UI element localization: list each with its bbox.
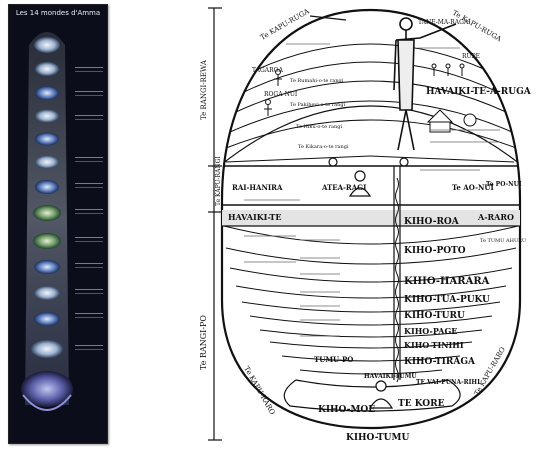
- tuamotu-cosmos-diagram: Te RANGI-REWA Te KAPU-RANGI Te RANGI-PO …: [196, 0, 539, 449]
- label-havaiki-tumu: HAVAIKI-TUMU: [364, 373, 417, 380]
- amma-worlds-poster: Les 14 mondes d'Amma: [8, 4, 108, 444]
- poster-caption: [75, 157, 103, 162]
- label-tumu-po: TUMU-PO: [314, 355, 353, 364]
- label-kiho-roa: KIHO-ROA: [404, 217, 460, 227]
- label-kiho-poto: KIHO-POTO: [404, 246, 466, 256]
- side-label-te-kapu-rangi: Te KAPU-RANGI: [215, 156, 222, 206]
- poster-caption: [75, 313, 103, 318]
- label-rai-hanira: RAI-HANIRA: [232, 183, 283, 192]
- side-label-te-kapu-ruga-right: Te KAPU-RUGA: [451, 9, 503, 44]
- label-roga-nui: ROGA-NUI: [264, 91, 298, 98]
- label-kiho-tinihi: KIHO-TINIHI: [404, 340, 464, 350]
- label-havaiki-te-a-ruga: HAVAIKI-TE-A-RUGA: [426, 87, 532, 97]
- label-havaiki-te: HAVAIKI-TE: [228, 212, 281, 222]
- poster-caption: [75, 289, 103, 294]
- label-kiho-turu: KIHO-TURU: [404, 311, 465, 321]
- label-kiho-tua-puku: KIHO-TUA-PUKU: [404, 295, 490, 305]
- label-te-po-nui: Te PO-NUI: [486, 181, 522, 188]
- label-tane: TANE-MA-RAGA: [418, 19, 469, 26]
- label-te-vai-puna-rihi: TE VAI-PUNA-RIHI: [416, 379, 480, 386]
- poster-title: Les 14 mondes d'Amma: [9, 9, 107, 17]
- label-te-tumu-ahuru: Te TUMU AHURU: [480, 238, 526, 244]
- poster-caption: [75, 183, 103, 188]
- label-atea-ragi: ATEA-RAGI: [321, 183, 366, 192]
- side-label-te-rangi-rewa: Te RANGI-REWA: [200, 59, 208, 120]
- label-te-hiku: Te Hiku-o-te rangi: [296, 124, 342, 130]
- label-kiho-tumu: KIHO-TUMU: [346, 433, 409, 443]
- label-te-rumahi: Te Rumahi-o-te rangi: [290, 78, 344, 84]
- side-label-te-rangi-po: Te RANGI-PO: [199, 315, 208, 370]
- poster-caption: [75, 209, 103, 214]
- label-kiho-harara: KIHO-HARARA: [404, 276, 490, 287]
- label-te-pakihevi: Te Pakihevi-o-te rangi: [290, 102, 346, 108]
- poster-caption: [75, 115, 103, 120]
- label-kiho-tiraga: KIHO-TIRAGA: [404, 357, 476, 367]
- label-a-raro: A-RARO: [477, 212, 514, 222]
- poster-caption: [75, 345, 103, 350]
- label-tagaroa: TAGAROA: [252, 67, 284, 74]
- poster-caption: [75, 67, 103, 72]
- label-te-kore: TE KORE: [398, 399, 445, 409]
- label-kiho-moe: KIHO-MOE: [318, 405, 375, 415]
- label-te-kikara: Te Kikara-o-te rangi: [298, 144, 349, 150]
- label-kiho-page: KIHO-PAGE: [404, 326, 457, 336]
- poster-caption: [75, 237, 103, 242]
- poster-caption: [75, 263, 103, 268]
- label-rupe: RUPE: [462, 53, 480, 60]
- poster-caption: [75, 91, 103, 96]
